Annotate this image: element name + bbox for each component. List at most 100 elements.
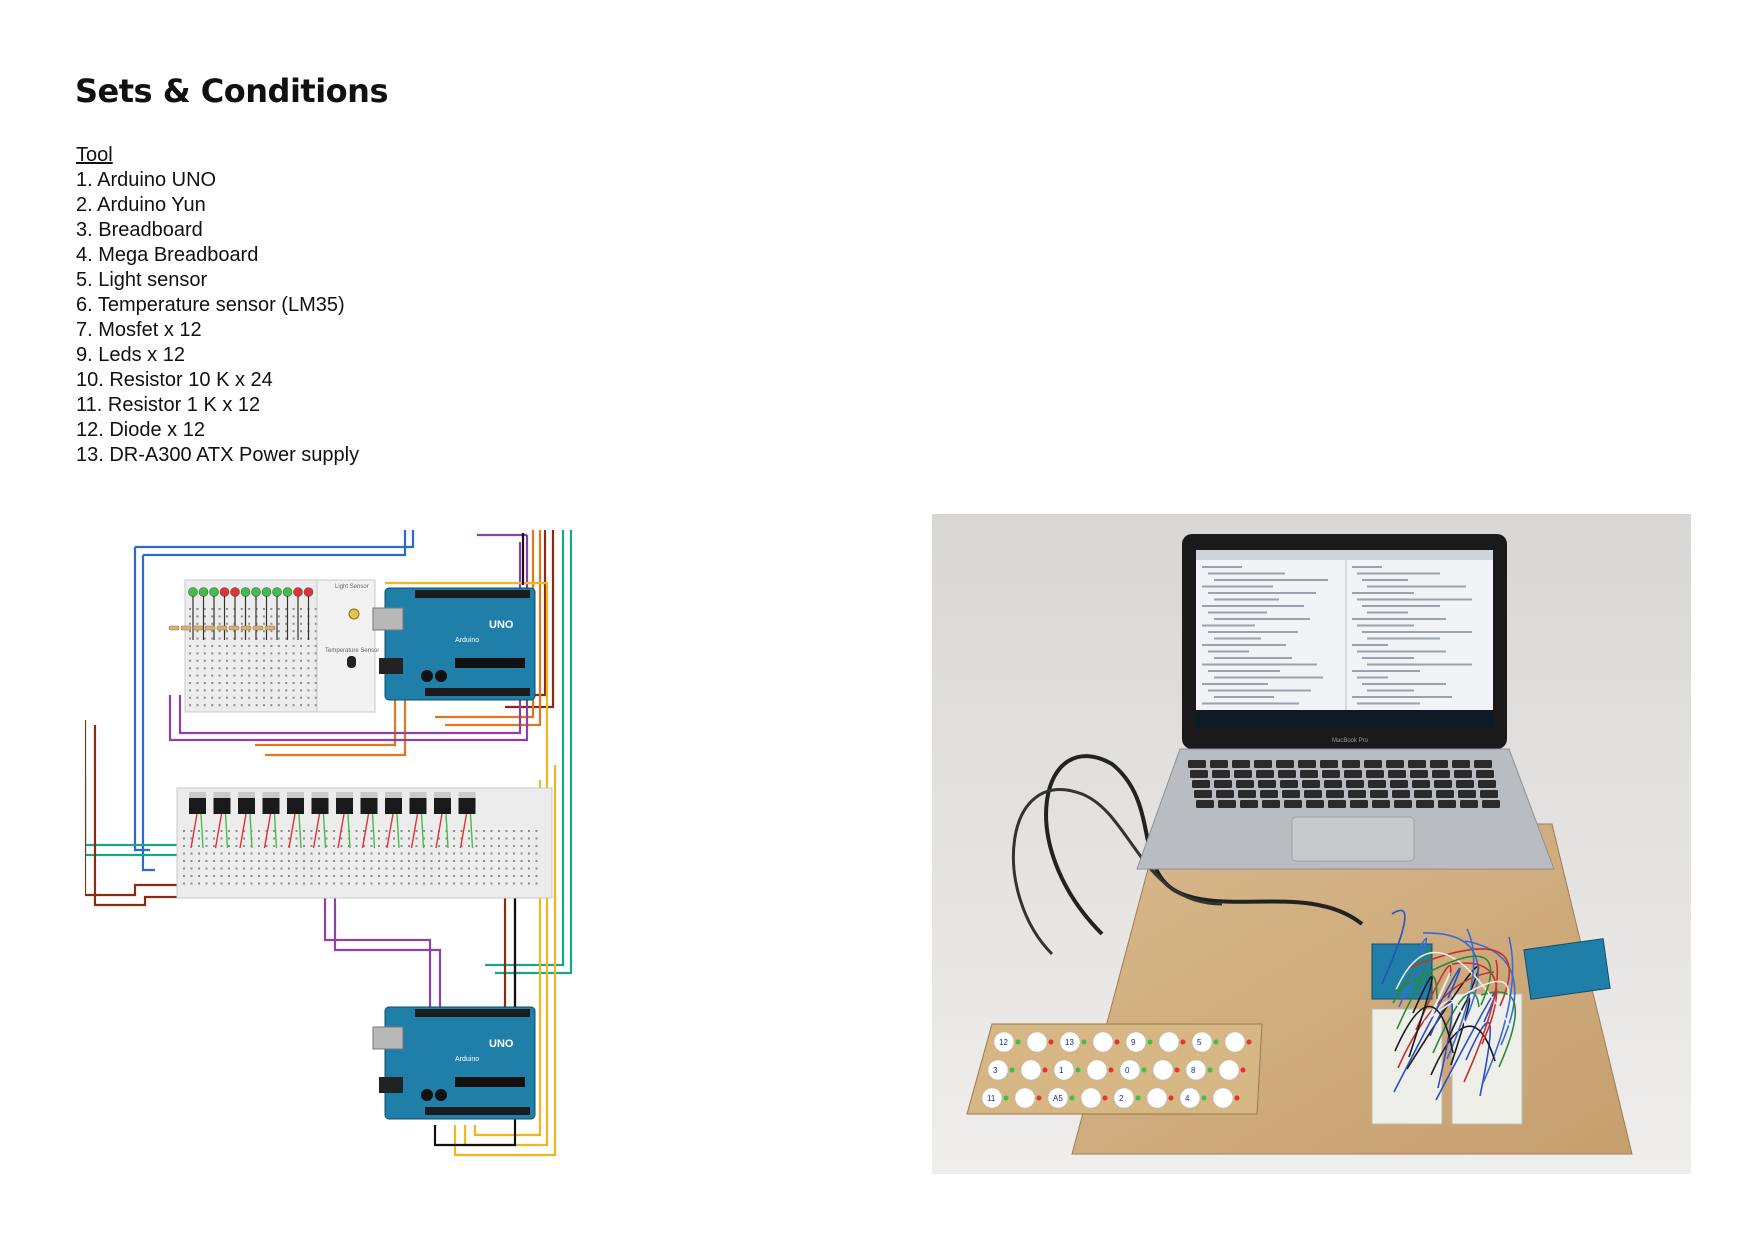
- breadboard-hole: [183, 882, 185, 885]
- breadboard-hole: [205, 845, 208, 847]
- breadboard-hole: [475, 882, 478, 885]
- breadboard-hole: [292, 704, 295, 707]
- code-line: [1202, 566, 1242, 568]
- breadboard-hole: [226, 630, 228, 633]
- breadboard-hole: [288, 860, 290, 862]
- breadboard-hole: [314, 704, 317, 707]
- breadboard-hole: [211, 622, 214, 625]
- code-line: [1357, 702, 1420, 705]
- keyboard-key: [1328, 800, 1346, 808]
- breadboard-hole: [498, 837, 500, 840]
- breadboard-hole: [300, 630, 302, 633]
- breadboard-hole: [483, 875, 485, 877]
- breadboard-hole: [196, 645, 199, 647]
- code-line: [1367, 585, 1466, 588]
- mosfet-lead: [312, 813, 321, 849]
- breadboard-hole: [314, 674, 317, 677]
- breadboard-hole: [378, 837, 380, 840]
- breadboard-hole: [310, 852, 313, 855]
- breadboard-hole: [273, 852, 275, 855]
- mosfet-lead: [347, 813, 351, 849]
- breadboard-hole: [240, 659, 243, 662]
- keyboard-key: [1196, 800, 1214, 808]
- breadboard-hole: [468, 845, 470, 847]
- breadboard-hole: [273, 882, 275, 885]
- keyboard-key: [1280, 780, 1298, 788]
- circuit-wire: [255, 695, 397, 747]
- led: [293, 587, 303, 597]
- keyboard-key: [1364, 760, 1382, 768]
- breadboard-hole: [295, 867, 298, 870]
- breadboard-hole: [273, 837, 275, 840]
- panel-led: [1114, 1039, 1120, 1045]
- led: [230, 587, 240, 597]
- breadboard-hole: [430, 837, 433, 840]
- circuit-wire: [85, 720, 507, 1015]
- breadboard-hole: [408, 867, 410, 870]
- breadboard-hole: [263, 689, 265, 692]
- breadboard-hole: [213, 882, 215, 885]
- breadboard-hole: [211, 667, 214, 670]
- circuit-wire: [333, 895, 442, 1015]
- circuit-wire: [85, 785, 205, 857]
- breadboard-hole: [505, 860, 508, 862]
- breadboard-hole: [213, 867, 215, 870]
- breadboard-hole: [218, 696, 221, 699]
- resistor: [180, 625, 192, 631]
- panel-label-dot: [1086, 1059, 1108, 1081]
- breadboard-hole: [235, 882, 238, 885]
- keyboard-key: [1324, 780, 1342, 788]
- breadboard-hole: [250, 860, 253, 862]
- breadboard-hole: [189, 659, 191, 662]
- jumper-wire: [1463, 959, 1499, 1083]
- keyboard-key: [1394, 800, 1412, 808]
- breadboard-hole: [280, 867, 283, 870]
- mosfet: [458, 798, 476, 814]
- breadboard-hole: [243, 860, 245, 862]
- breadboard-hole: [475, 860, 478, 862]
- panel-led: [1009, 1067, 1015, 1073]
- breadboard-hole: [314, 696, 317, 699]
- breadboard-hole: [468, 875, 470, 877]
- breadboard-hole: [430, 860, 433, 862]
- arduino-uno-bottom: UNO Arduino: [372, 1006, 536, 1120]
- breadboard-hole: [203, 615, 206, 618]
- keyboard-key: [1190, 770, 1208, 778]
- breadboard-hole: [445, 852, 448, 855]
- breadboard-hole: [203, 630, 206, 633]
- breadboard-hole: [535, 860, 538, 862]
- breadboard-hole: [300, 637, 302, 640]
- breadboard-hole: [248, 652, 251, 655]
- breadboard-hole: [385, 845, 388, 847]
- breadboard-hole: [528, 867, 530, 870]
- breadboard-hole: [430, 852, 433, 855]
- code-line: [1214, 696, 1274, 698]
- keyboard-key: [1416, 800, 1434, 808]
- breadboard-hole: [348, 852, 350, 855]
- code-line: [1352, 696, 1452, 698]
- breadboard-hole: [263, 652, 265, 655]
- breadboard-hole: [263, 696, 265, 699]
- panel-label-dot: [1053, 1059, 1075, 1081]
- keyboard-key: [1320, 760, 1338, 768]
- panel-label-dot: [1080, 1087, 1102, 1109]
- breadboard-hole: [218, 608, 221, 610]
- mosfet: [189, 798, 206, 814]
- code-lines: [1202, 566, 1472, 705]
- breadboard-hole: [408, 830, 410, 832]
- mosfet-tab: [311, 792, 329, 798]
- mosfet-lead: [361, 813, 370, 849]
- panel-led: [1213, 1039, 1219, 1045]
- keyboard-key: [1342, 760, 1360, 768]
- breadboard-hole: [307, 645, 310, 647]
- code-line: [1362, 605, 1440, 607]
- panel-label-dot: [1224, 1031, 1246, 1053]
- breadboard-hole: [314, 667, 317, 670]
- breadboard-hole: [228, 852, 230, 855]
- breadboard-hole: [226, 704, 228, 707]
- breadboard-hole: [255, 659, 258, 662]
- breadboard-hole: [240, 652, 243, 655]
- breadboard-hole: [280, 845, 283, 847]
- keyboard-key: [1214, 780, 1232, 788]
- breadboard-hole: [235, 875, 238, 877]
